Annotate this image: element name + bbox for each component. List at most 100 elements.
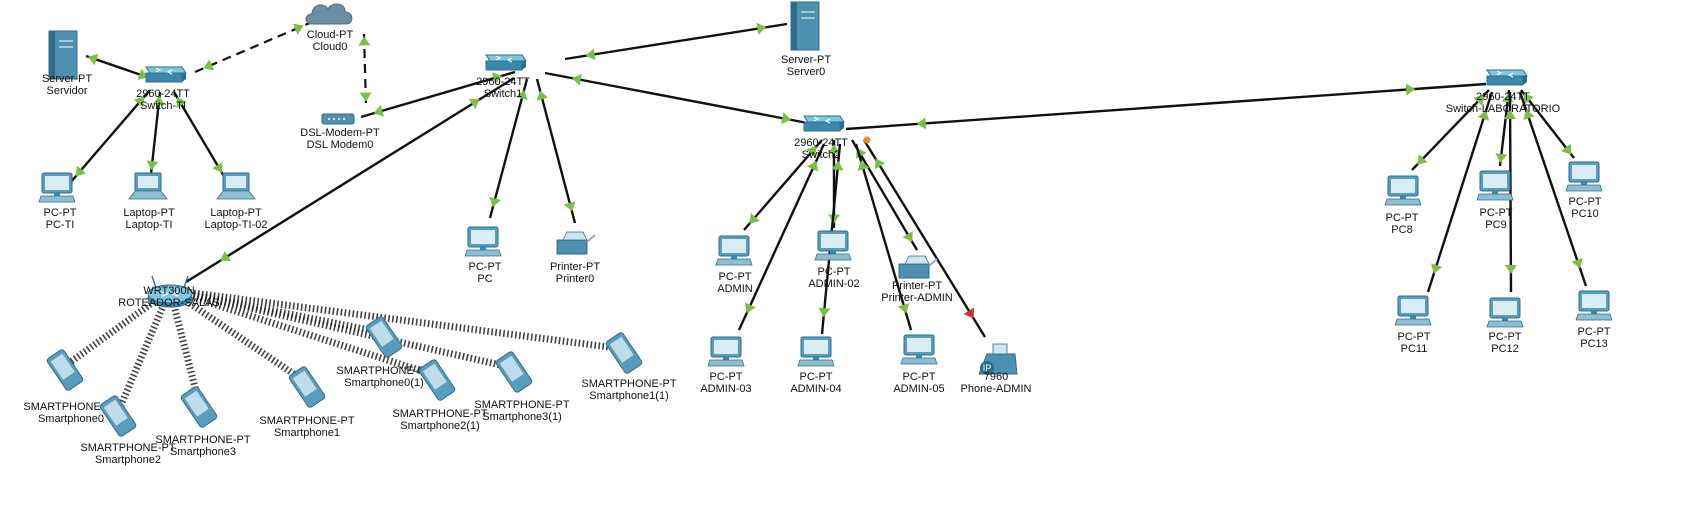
pc-icon <box>900 334 938 365</box>
link-light-switch1 <box>536 90 549 101</box>
link-switch1-pc[interactable] <box>488 78 529 219</box>
link-light-switch_lab <box>1504 110 1517 120</box>
link-light-admin <box>749 213 760 224</box>
device-name-label: Printer0 <box>556 273 595 285</box>
link-switch2-admin[interactable] <box>743 139 823 231</box>
link-light-switch2 <box>781 112 792 125</box>
device-name-label: ADMIN-02 <box>808 278 859 290</box>
link-light-switch_ti <box>203 59 215 71</box>
device-name-label: Smartphone2 <box>95 454 161 466</box>
cloud-icon <box>305 3 353 25</box>
device-name-label: PC12 <box>1491 343 1519 355</box>
link-light-switch2 <box>916 117 927 130</box>
link-switch_lab-pc11[interactable] <box>1426 91 1494 293</box>
link-switch_lab-pc10[interactable] <box>1520 89 1575 159</box>
link-light-pc8 <box>1417 154 1428 165</box>
link-switch_lab-pc12[interactable] <box>1508 91 1513 293</box>
phone-icon <box>494 350 534 394</box>
link-switch_lab-pc13[interactable] <box>1518 91 1588 287</box>
link-switch2-admin_03[interactable] <box>737 143 826 331</box>
device-name-label: Smartphone3(1) <box>482 411 562 423</box>
link-switch1-printer0[interactable] <box>535 78 577 224</box>
link-light-switch1 <box>585 48 596 61</box>
device-type-label: PC-PT <box>1489 331 1522 343</box>
device-type-label: DSL-Modem-PT <box>300 127 380 139</box>
link-switch2-switch_lab[interactable] <box>845 82 1487 131</box>
device-name-label: ROTEADOR-SALAS <box>118 297 219 309</box>
printer-icon <box>556 231 596 255</box>
link-switch_lab-pc9[interactable] <box>1498 89 1511 167</box>
link-light-switch1 <box>515 89 528 101</box>
wireless-link-sp3 <box>166 289 203 404</box>
device-name-label: Server0 <box>787 66 826 78</box>
link-light-server0 <box>756 22 767 35</box>
device-name-label: Switch-TI <box>140 100 186 112</box>
device-type-label: 2960-24TT <box>794 137 848 149</box>
link-switch1-router_salas[interactable] <box>185 76 515 284</box>
link-light-admin_05 <box>897 303 910 314</box>
link-modem-switch1[interactable] <box>360 70 516 119</box>
link-light-pc10 <box>1561 143 1572 155</box>
link-switch2-phone_admin[interactable] <box>862 139 987 338</box>
pc-icon <box>797 336 835 367</box>
link-switch1-switch2[interactable] <box>544 71 819 127</box>
device-type-label: SMARTPHONE-PT <box>392 408 487 420</box>
device-type-label: PC-PT <box>818 266 851 278</box>
link-server_ti-switch_ti[interactable] <box>85 54 151 80</box>
device-name-label: Laptop-TI <box>125 219 172 231</box>
device-type-label: Cloud-PT <box>307 29 354 41</box>
modem-icon <box>321 113 355 125</box>
links <box>69 20 1588 338</box>
link-switch_lab-pc8[interactable] <box>1411 89 1490 171</box>
link-switch1-server0[interactable] <box>564 22 788 61</box>
link-switch2-admin_05[interactable] <box>854 143 913 331</box>
link-light-switch2 <box>857 160 870 171</box>
link-cloud-modem[interactable] <box>362 33 368 105</box>
link-switch_ti-cloud[interactable] <box>194 20 313 74</box>
laptop-icon <box>128 172 168 200</box>
link-switch_ti-laptop_ti[interactable] <box>149 91 162 175</box>
device-name-label: PC8 <box>1391 224 1412 236</box>
link-switch_ti-pc_ti[interactable] <box>69 89 151 184</box>
pc-icon <box>1476 170 1514 201</box>
device-type-label: Laptop-PT <box>210 207 262 219</box>
link-switch2-printer_admin[interactable] <box>850 139 919 251</box>
link-switch_ti-laptop_ti_02[interactable] <box>172 91 227 179</box>
